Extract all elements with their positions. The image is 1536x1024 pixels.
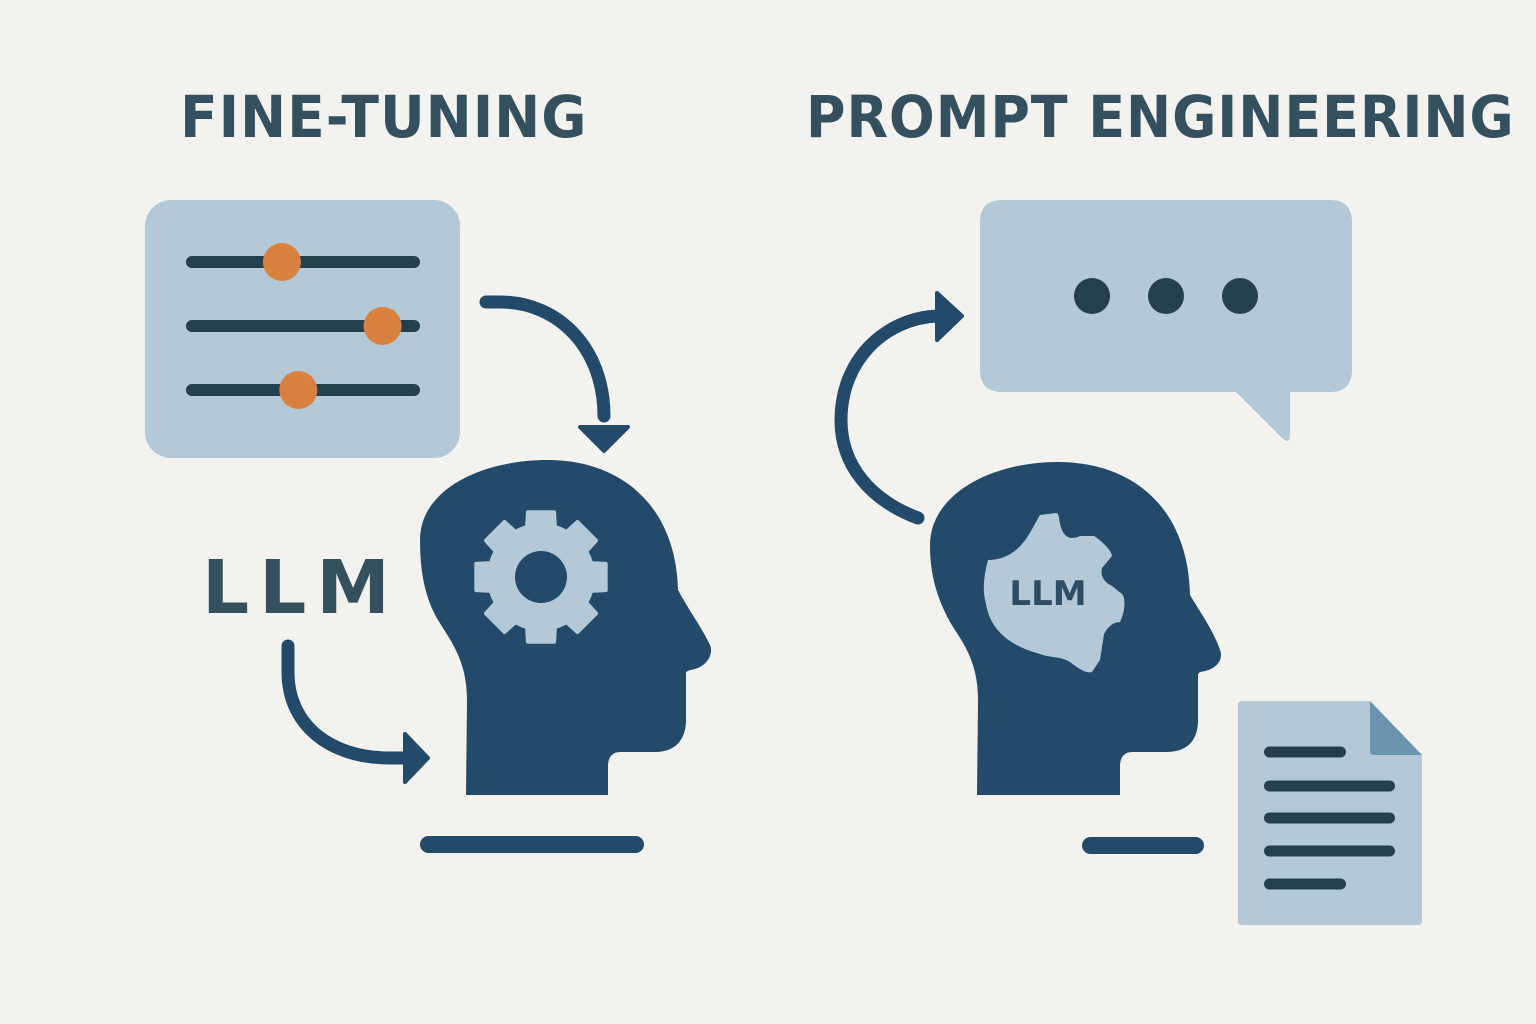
llm-label: LLM <box>202 545 400 631</box>
slider-knob <box>279 371 318 409</box>
document-text-line <box>1264 878 1346 890</box>
document-text-line <box>1264 812 1395 824</box>
document-text-line <box>1264 746 1346 758</box>
gear-hole <box>515 551 567 603</box>
typing-dot <box>1148 278 1184 314</box>
slider-knob <box>363 307 402 345</box>
slider-track <box>186 256 420 268</box>
sliders-icon <box>145 200 460 458</box>
underline-bar-right <box>1082 837 1204 854</box>
head-silhouette <box>420 460 712 795</box>
slider-track <box>186 320 420 332</box>
curved-arrow-right-icon <box>281 639 430 784</box>
folded-corner <box>1370 701 1422 755</box>
chat-bubble-icon <box>980 200 1352 441</box>
document-text-line <box>1264 780 1395 792</box>
prompt-engineering-title: PROMPT ENGINEERING <box>806 83 1515 151</box>
document-text-line <box>1264 845 1395 857</box>
slider-knob <box>262 243 301 281</box>
underline-bar-left <box>420 836 644 853</box>
typing-dot <box>1074 278 1110 314</box>
document-icon <box>1238 701 1422 925</box>
fine-tuning-title: FINE-TUNING <box>180 83 588 151</box>
head-llm-icon: LLM <box>930 462 1222 795</box>
typing-dot <box>1222 278 1258 314</box>
curved-arrow-down-icon <box>479 295 630 453</box>
head-gear-icon <box>420 460 712 795</box>
head-llm-label: LLM <box>1009 574 1086 614</box>
gear-icon <box>983 513 1125 673</box>
curved-arrow-up-right-icon <box>834 291 964 525</box>
